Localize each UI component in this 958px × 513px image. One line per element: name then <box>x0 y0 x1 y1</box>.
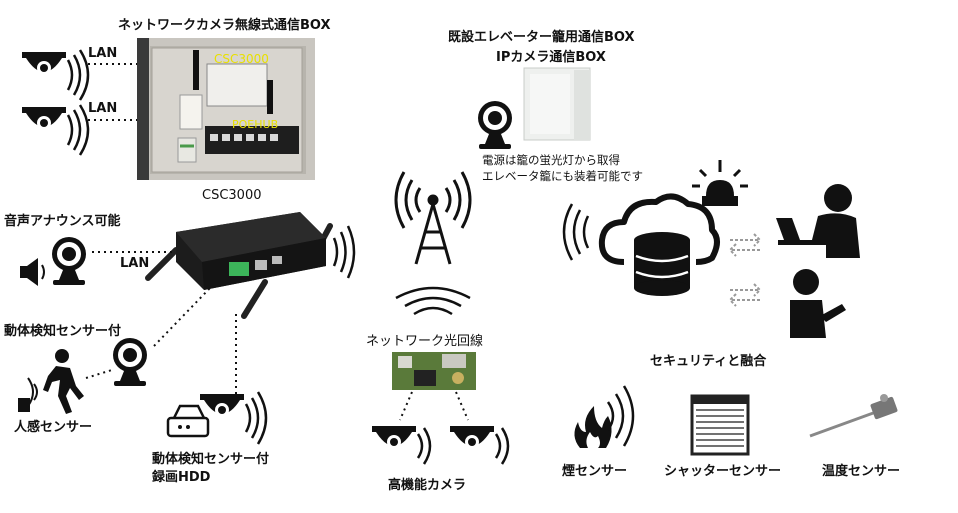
webcam-icon <box>113 338 147 386</box>
elevator-box-photo <box>523 67 591 141</box>
box-csc-label: CSC3000 <box>214 52 269 66</box>
dome-camera-icon <box>200 394 244 417</box>
shutter-icon <box>690 394 750 456</box>
wifi-waves-icon <box>244 391 268 445</box>
thermometer-probe-icon <box>809 394 898 438</box>
audio-announce-label: 音声アナウンス可能 <box>4 214 121 229</box>
fire-icon <box>574 406 612 448</box>
data-exchange-arrows <box>728 233 762 307</box>
network-board-photo <box>392 352 476 390</box>
wifi-waves-icon <box>416 427 432 465</box>
csc3000-device-photo <box>145 212 333 319</box>
elevator-box-title-1: 既設エレベーター籠用通信BOX <box>448 30 635 45</box>
power-note-1: 電源は籠の蛍光灯から取得 <box>482 153 620 167</box>
network-optical-label: ネットワーク光回線 <box>366 334 484 349</box>
smoke-sensor-label: 煙センサー <box>562 464 628 479</box>
dome-camera-icon <box>22 107 66 130</box>
wifi-waves-icon <box>332 225 356 279</box>
webcam-icon <box>478 101 512 149</box>
power-note-2: エレベータ籠にも装着可能です <box>482 169 643 183</box>
running-person-icon <box>18 349 84 414</box>
hdd-icon <box>166 404 210 438</box>
dome-camera-icon <box>22 52 66 75</box>
wifi-waves-icon <box>562 203 590 261</box>
person-tablet-icon <box>790 269 846 338</box>
motion-hdd-label-1: 動体検知センサー付 <box>152 452 270 467</box>
wifi-waves-icon <box>606 385 635 447</box>
lan-label: LAN <box>88 101 118 116</box>
wifi-waves-icon <box>395 286 471 316</box>
network-camera-box-photo <box>137 38 315 180</box>
box-poehub-label: POEHUB <box>232 118 279 131</box>
csc3000-caption: CSC3000 <box>202 188 262 203</box>
security-fusion-label: セキュリティと融合 <box>650 354 767 369</box>
alarm-light-icon <box>692 160 748 206</box>
elevator-box-title-2: IPカメラ通信BOX <box>496 50 606 65</box>
speaker-icon <box>20 258 45 286</box>
webcam-icon <box>52 237 86 285</box>
motion-hdd-label-2: 録画HDD <box>152 470 211 485</box>
wifi-waves-icon <box>66 104 90 156</box>
lan-label: LAN <box>88 46 118 61</box>
dome-camera-icon <box>372 426 416 449</box>
lan-label: LAN <box>120 256 150 271</box>
human-sensor-label: 人感センサー <box>14 420 93 435</box>
temp-sensor-label: 温度センサー <box>822 464 901 479</box>
network-camera-box-title: ネットワークカメラ無線式通信BOX <box>118 18 331 33</box>
wifi-waves-icon <box>66 49 90 101</box>
cloud-database-icon <box>598 193 720 296</box>
person-laptop-icon <box>776 184 860 258</box>
motion-sensor-label: 動体検知センサー付 <box>4 324 122 339</box>
high-perf-camera-label: 高機能カメラ <box>388 478 467 493</box>
wifi-waves-icon <box>494 427 510 465</box>
dome-camera-icon <box>450 426 494 449</box>
shutter-sensor-label: シャッターセンサー <box>664 464 782 479</box>
antenna-tower-icon <box>394 171 472 265</box>
